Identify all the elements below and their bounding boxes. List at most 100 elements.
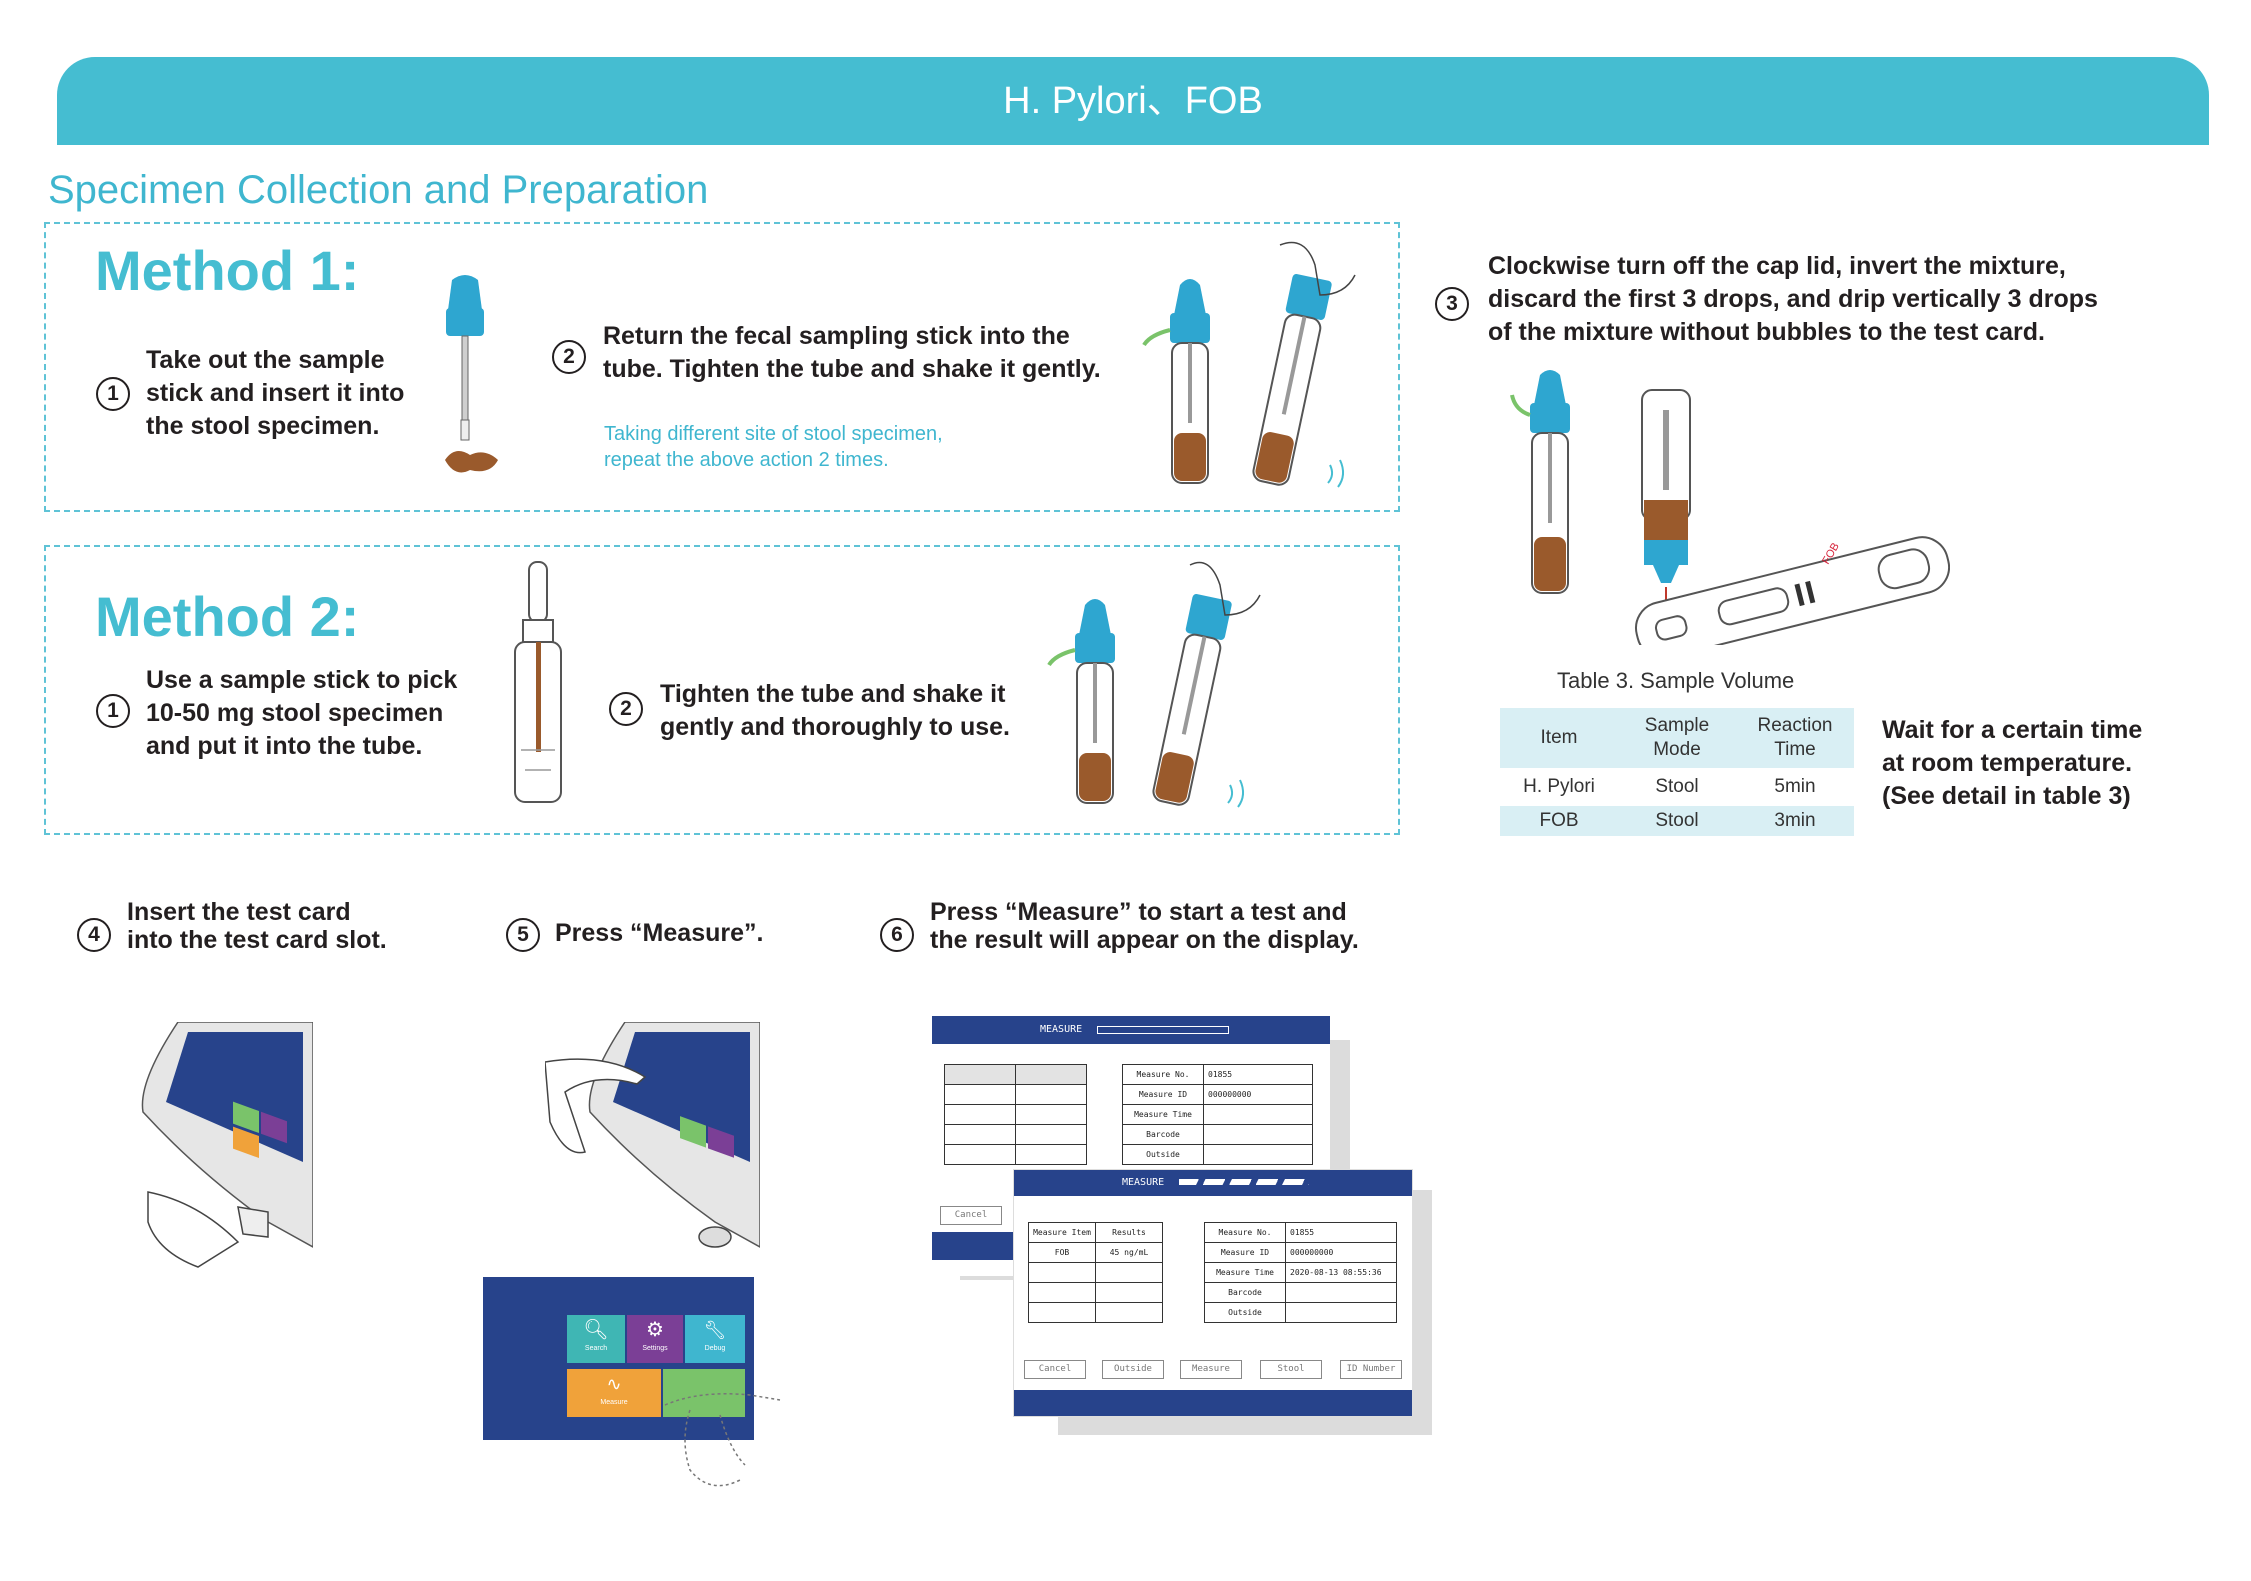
table-row	[1028, 1262, 1163, 1283]
method1-step2-note: Taking different site of stool specimen,…	[604, 423, 943, 471]
sample-stick-tube-illustration	[514, 561, 562, 803]
outside-button[interactable]: Outside	[1102, 1360, 1164, 1379]
step6-number: 6	[880, 918, 914, 952]
method2-step1-text: Use a sample stick to pick 10-50 mg stoo…	[146, 666, 458, 760]
menu-tile-green[interactable]	[663, 1369, 745, 1417]
menu-tile-label: Settings	[642, 1345, 668, 1352]
sampling-stick-illustration	[445, 275, 498, 473]
menu-tile-label: Search	[584, 1345, 608, 1352]
step3-text: Clockwise turn off the cap lid, invert t…	[1488, 252, 2098, 346]
table-cell: 45 ng/mL	[1095, 1242, 1163, 1263]
menu-tile-settings[interactable]: ⚙ Settings	[627, 1315, 683, 1363]
stool-button[interactable]: Stool	[1260, 1360, 1322, 1379]
field-value	[1203, 1144, 1313, 1165]
search-icon: 🔍︎	[583, 1319, 609, 1341]
method1-box	[44, 222, 1400, 512]
method1-step1-text: Take out the sample stick and insert it …	[146, 346, 405, 440]
device-menu-screen: 🔍︎ Search ⚙ Settings 🔧︎ Debug ∿ Measure	[483, 1277, 754, 1440]
field-label: Barcode	[1204, 1282, 1286, 1303]
table-cell: 3min	[1736, 806, 1854, 836]
step6-text: Press “Measure” to start a test and the …	[930, 898, 1359, 954]
table-cell	[1028, 1262, 1096, 1283]
field-value	[1203, 1124, 1313, 1145]
field-label: Measure Time	[1122, 1104, 1204, 1125]
field-value: 000000000	[1285, 1242, 1397, 1263]
wait-text: Wait for a certain time at room temperat…	[1882, 716, 2143, 810]
table-cell: Stool	[1618, 806, 1736, 836]
progress-bar	[1097, 1026, 1229, 1034]
step3-number: 3	[1435, 287, 1469, 321]
menu-tile-label: Measure	[600, 1399, 628, 1406]
cancel-button[interactable]: Cancel	[940, 1206, 1002, 1225]
field-label: Measure Time	[1204, 1262, 1286, 1283]
field-label: Measure ID	[1122, 1084, 1204, 1105]
step5-text: Press “Measure”.	[555, 919, 764, 947]
pulse-icon: ∿	[606, 1374, 622, 1394]
drip-test-card-illustration: FOB	[1510, 370, 1950, 645]
gear-icon: ⚙	[646, 1319, 664, 1341]
header-banner	[57, 57, 2209, 145]
table-cell: H. Pylori	[1523, 776, 1595, 797]
empty-result-table	[944, 1064, 1087, 1165]
table-header-sample-mode: Sample Mode	[1618, 708, 1736, 768]
table-cell	[1028, 1302, 1096, 1323]
table-header-row: Measure Item Results	[1028, 1222, 1163, 1243]
field-label: Measure ID	[1204, 1242, 1286, 1263]
device-press-measure-illustration	[545, 1022, 760, 1248]
table-header: Results	[1095, 1222, 1163, 1243]
screen-footer	[1014, 1390, 1412, 1416]
field-value: 000000000	[1203, 1084, 1313, 1105]
table-cell	[1095, 1302, 1163, 1323]
table-header: Measure Item	[1028, 1222, 1096, 1243]
step4-number: 4	[77, 918, 111, 952]
menu-tile-debug[interactable]: 🔧︎ Debug	[685, 1315, 745, 1363]
section-title: Specimen Collection and Preparation	[48, 168, 709, 212]
screen-footer	[932, 1232, 1020, 1260]
table-header-row: Item Sample Mode Reaction Time	[1500, 708, 1854, 768]
field-value	[1285, 1282, 1397, 1303]
table-cell	[1095, 1262, 1163, 1283]
table-cell: Stool	[1655, 776, 1699, 797]
device-insert-card-illustration	[141, 1022, 313, 1268]
method1-step2-number: 2	[552, 340, 586, 374]
method2-heading: Method 2:	[95, 585, 360, 648]
table-caption: Table 3. Sample Volume	[1557, 668, 1795, 693]
method1-heading: Method 1:	[95, 239, 360, 302]
table-header-reaction-time: Reaction Time	[1736, 708, 1854, 768]
field-value	[1285, 1302, 1397, 1323]
measure-button[interactable]: Measure	[1180, 1360, 1242, 1379]
table-cell: FOB	[1028, 1242, 1096, 1263]
field-label: Outside	[1204, 1302, 1286, 1323]
menu-tile-label: Debug	[704, 1345, 726, 1352]
wrench-icon: 🔧︎	[703, 1320, 727, 1340]
id-number-button[interactable]: ID Number	[1340, 1360, 1402, 1379]
field-label: Measure No.	[1122, 1064, 1204, 1085]
cancel-button[interactable]: Cancel	[1024, 1360, 1086, 1379]
menu-tile-search[interactable]: 🔍︎ Search	[567, 1315, 625, 1363]
method2-step2-text: Tighten the tube and shake it gently and…	[660, 680, 1010, 741]
table-cell: FOB	[1500, 806, 1618, 836]
table-cell	[1095, 1282, 1163, 1303]
table-row: FOB Stool 3min	[1500, 806, 1854, 836]
field-value	[1203, 1104, 1313, 1125]
page-title: H. Pylori、FOB	[1003, 80, 1263, 122]
method2-step2-number: 2	[609, 692, 643, 726]
method2-box	[44, 545, 1400, 835]
pressing-hand-outline	[664, 1393, 781, 1487]
table-header-item: Item	[1500, 708, 1618, 768]
field-value: 2020-08-13 08:55:36	[1285, 1262, 1397, 1283]
method1-step2-text: Return the fecal sampling stick into the…	[603, 322, 1101, 383]
progress-bar	[1179, 1179, 1309, 1185]
tube-shake-illustration-2	[1047, 561, 1261, 808]
method2-step1-number: 1	[96, 694, 130, 728]
table-cell: 5min	[1774, 776, 1816, 797]
sample-volume-table: Item Sample Mode Reaction Time H. Pylori…	[1500, 704, 1854, 840]
table-row	[1028, 1282, 1163, 1303]
menu-tile-measure[interactable]: ∿ Measure	[567, 1369, 661, 1417]
table-cell	[1028, 1282, 1096, 1303]
table-row: H. Pylori Stool 5min	[1500, 772, 1854, 802]
